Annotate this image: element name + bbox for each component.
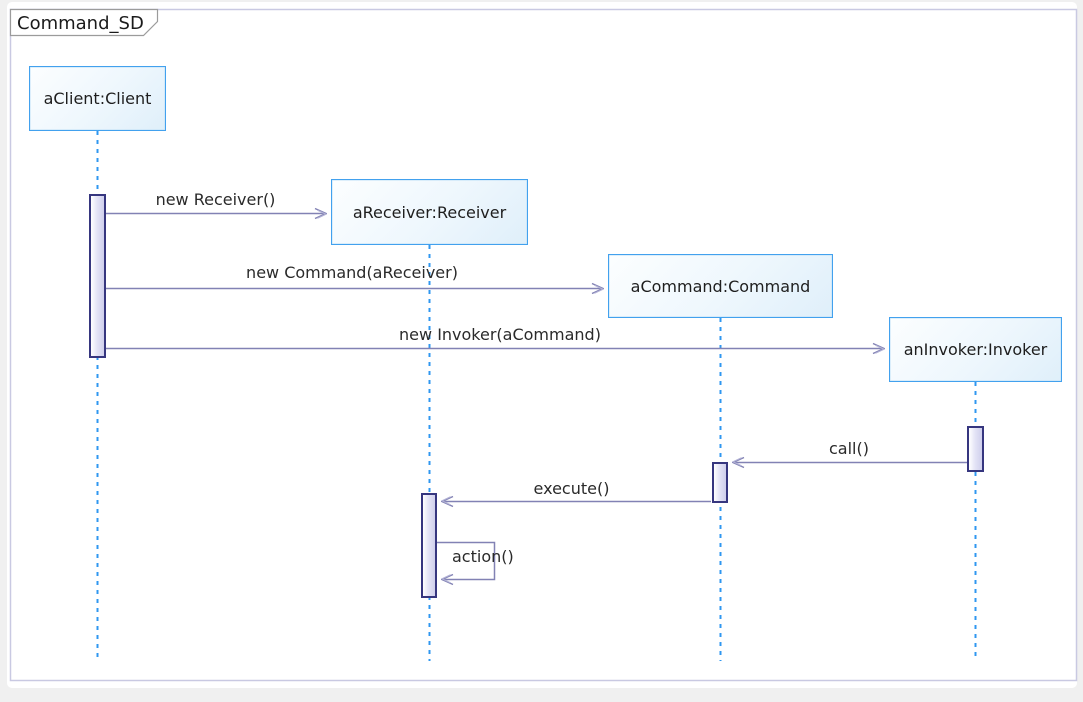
message-label-new-command: new Command(aReceiver) — [246, 263, 458, 282]
lifeline-name-aclient: aClient:Client — [43, 89, 152, 108]
lifeline-name-areceiver: aReceiver:Receiver — [352, 202, 507, 222]
lifeline-name-aninvoker: anInvoker:Invoker — [903, 340, 1048, 359]
lifeline-head-areceiver: aReceiver:Receiver — [331, 179, 528, 245]
frame-label-tab — [9, 8, 159, 37]
activation-bar-areceiver — [421, 493, 437, 598]
activation-bar-acommand — [712, 462, 728, 503]
message-label-action: action() — [452, 547, 514, 566]
message-label-new-receiver: new Receiver() — [155, 190, 276, 209]
activation-bar-aninvoker — [967, 426, 984, 472]
lifeline-name-acommand: aCommand:Command — [630, 276, 811, 296]
activation-bar-aclient — [89, 194, 106, 358]
message-label-execute: execute() — [533, 479, 610, 498]
frame-border — [9, 8, 1078, 682]
message-label-new-invoker: new Invoker(aCommand) — [399, 325, 601, 344]
frame-title: Command_SD — [17, 13, 144, 34]
message-line-action-self-loop — [437, 541, 496, 580]
lifeline-head-acommand: aCommand:Command — [608, 254, 833, 318]
message-label-call: call() — [829, 439, 869, 458]
lifeline-head-aclient: aClient:Client — [29, 66, 166, 131]
lifeline-head-aninvoker: anInvoker:Invoker — [889, 317, 1062, 382]
